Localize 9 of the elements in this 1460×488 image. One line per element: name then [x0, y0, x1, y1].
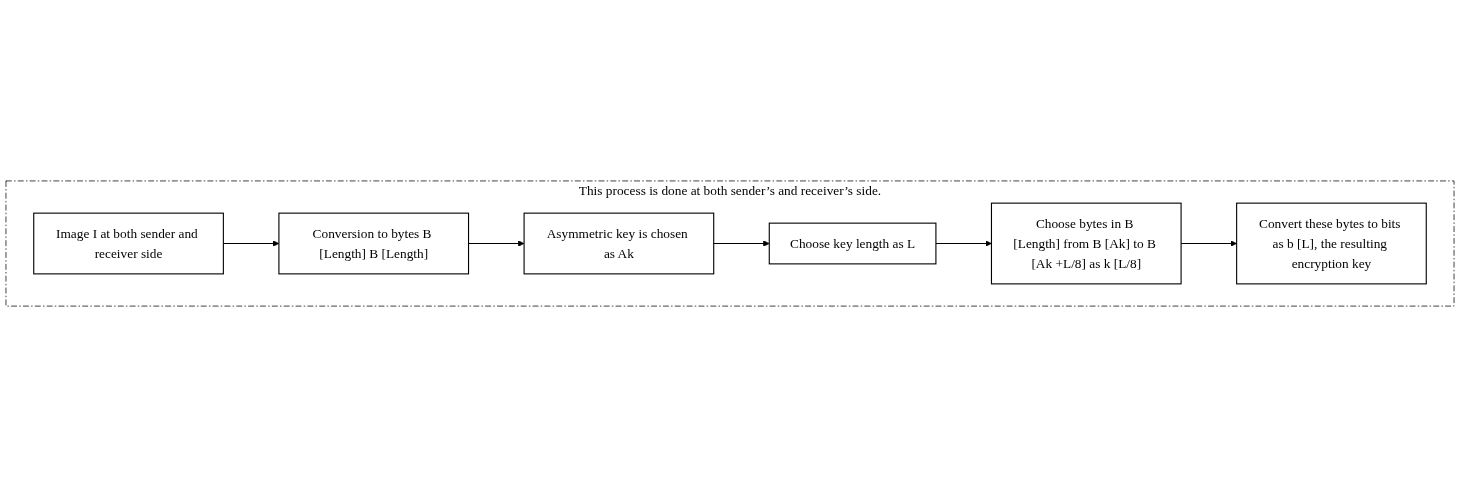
arrow — [713, 240, 770, 248]
node-box: Image I at both sender and receiver side — [33, 213, 224, 275]
node-box: Choose key length as L — [768, 223, 937, 265]
node-box: Convert these bytes to bits as b [L], the resulting encryption key — [1236, 203, 1427, 285]
arrow — [468, 240, 525, 248]
node-box: Choose bytes in B [Length] from B [Ak] to B [Ak +L/8] as k [L/8] — [990, 203, 1182, 285]
arrow — [935, 240, 992, 248]
node-box: Asymmetric key is chosen as Ak — [523, 213, 715, 275]
node-box: Conversion to bytes B [Length] B [Length] — [278, 213, 470, 275]
